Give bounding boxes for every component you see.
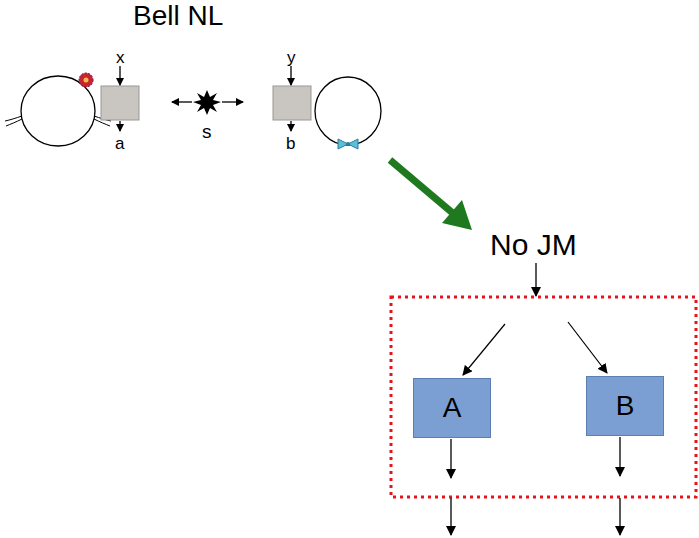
diagram-title: Bell NL [133,2,223,30]
box-label: B [616,390,635,422]
process-box: A [413,378,491,438]
input-label: y [287,49,296,66]
output-label: b [286,135,295,152]
output-label: a [115,135,124,152]
condition-label: No JM [490,230,577,260]
source-label: s [202,122,212,141]
box-label: A [443,392,462,424]
process-box: B [586,376,664,436]
input-label: x [116,49,125,66]
